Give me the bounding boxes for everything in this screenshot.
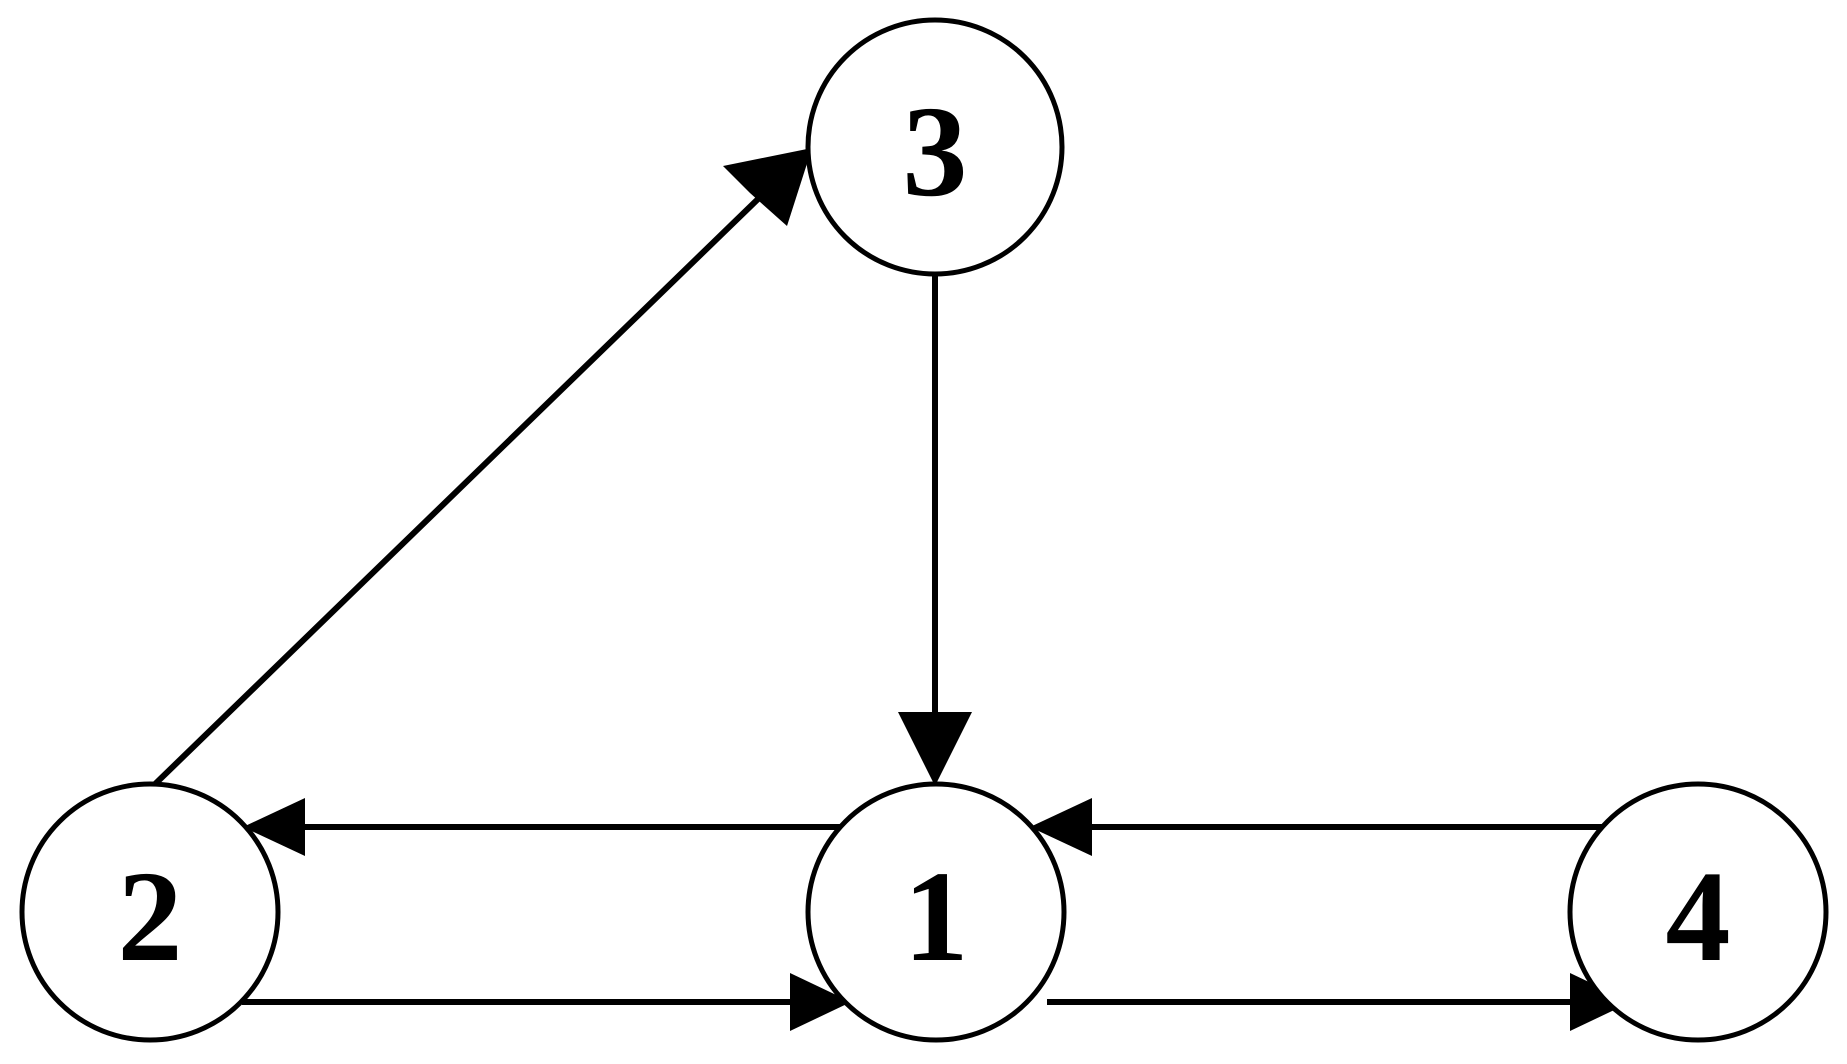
node-2-label: 2 — [118, 845, 183, 989]
edge-3-to-1-arrowhead — [898, 712, 972, 786]
node-3-circle[interactable] — [805, 17, 1065, 277]
edge-2-to-3-arrowhead — [723, 148, 812, 226]
node-3-label: 3 — [903, 80, 968, 224]
edge-2-to-3-line — [149, 165, 793, 790]
node-4-label: 4 — [1666, 845, 1731, 989]
edge-4-to-1-arrowhead — [1030, 798, 1092, 856]
node-1-label: 1 — [904, 845, 969, 989]
node-2-circle[interactable] — [19, 781, 281, 1043]
edge-2-to-1-arrowhead — [790, 973, 851, 1031]
node-4-circle[interactable] — [1567, 781, 1829, 1043]
node-2[interactable]: 2 — [19, 781, 281, 1043]
edge-1-to-2 — [243, 798, 891, 856]
edge-1-to-4-arrowhead — [1570, 973, 1631, 1031]
node-1[interactable]: 1 — [805, 781, 1067, 1043]
node-4[interactable]: 4 — [1567, 781, 1829, 1043]
node-3[interactable]: 3 — [805, 17, 1065, 277]
edge-3-to-1 — [898, 274, 972, 786]
edge-2-to-3 — [149, 148, 812, 790]
edge-4-to-1 — [1030, 798, 1604, 856]
edge-2-to-1 — [242, 973, 851, 1031]
edge-1-to-2-arrowhead — [243, 798, 305, 856]
node-1-circle[interactable] — [805, 781, 1067, 1043]
edge-1-to-4 — [1047, 973, 1631, 1031]
